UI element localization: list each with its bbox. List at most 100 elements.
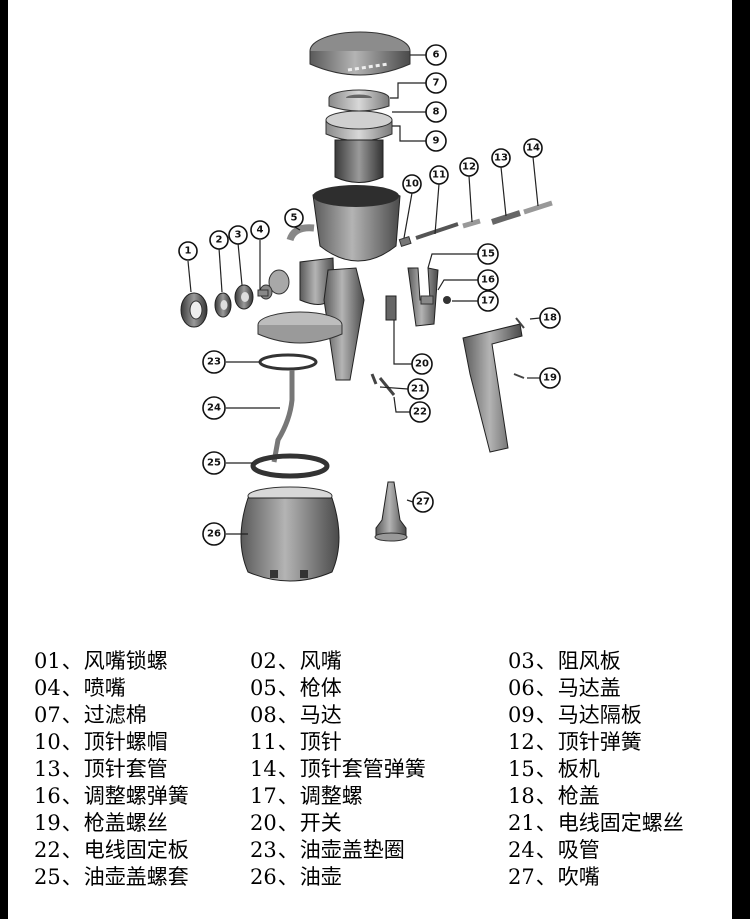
separator: 、 bbox=[535, 676, 557, 700]
separator: 、 bbox=[61, 649, 83, 673]
callout-label-20: 20 bbox=[415, 359, 429, 370]
part-name: 开关 bbox=[299, 811, 342, 835]
legend-item: 27、吹嘴 bbox=[508, 864, 600, 891]
callout-circle-25 bbox=[202, 451, 226, 475]
part-name: 风嘴锁螺 bbox=[83, 649, 168, 673]
legend-row: 01、风嘴锁螺 02、风嘴 03、阻风板 bbox=[8, 648, 732, 675]
callout-circle-23 bbox=[202, 350, 226, 374]
part-name: 枪盖 bbox=[557, 784, 600, 808]
legend-item: 05、枪体 bbox=[250, 675, 342, 702]
legend-item: 21、电线固定螺丝 bbox=[508, 810, 684, 837]
legend-item: 09、马达隔板 bbox=[508, 702, 642, 729]
callout-circles bbox=[178, 44, 561, 546]
legend-item: 20、开关 bbox=[250, 810, 342, 837]
callout-label-4: 4 bbox=[257, 225, 264, 236]
callout-label-13: 13 bbox=[494, 153, 508, 164]
callout-circle-10 bbox=[402, 174, 422, 194]
callout-circle-27 bbox=[412, 491, 434, 513]
legend-item: 25、油壶盖螺套 bbox=[34, 864, 189, 891]
callout-circle-2 bbox=[209, 230, 229, 250]
trigger-parts bbox=[385, 267, 451, 327]
separator: 、 bbox=[277, 757, 299, 781]
legend-item: 19、枪盖螺丝 bbox=[34, 810, 168, 837]
legend-item: 24、吸管 bbox=[508, 837, 600, 864]
part-number: 22 bbox=[34, 838, 61, 862]
part-number: 09 bbox=[508, 703, 535, 727]
separator: 、 bbox=[277, 838, 299, 862]
legend-row: 10、顶针螺帽 11、顶针 12、顶针弹簧 bbox=[8, 729, 732, 756]
legend-item: 23、油壶盖垫圈 bbox=[250, 837, 405, 864]
motor-cover-part bbox=[309, 31, 411, 76]
part-name: 马达隔板 bbox=[557, 703, 642, 727]
separator: 、 bbox=[277, 703, 299, 727]
part-name: 顶针螺帽 bbox=[83, 730, 168, 754]
callout-circle-6 bbox=[425, 44, 447, 66]
callout-label-26: 26 bbox=[207, 529, 221, 540]
part-number: 17 bbox=[250, 784, 277, 808]
part-number: 05 bbox=[250, 676, 277, 700]
legend-item: 16、调整螺弹簧 bbox=[34, 783, 189, 810]
nozzle-parts bbox=[180, 284, 269, 328]
part-number: 11 bbox=[250, 730, 277, 754]
part-number: 16 bbox=[34, 784, 61, 808]
part-name: 风嘴 bbox=[299, 649, 342, 673]
callout-circle-12 bbox=[459, 157, 479, 177]
callout-circle-4 bbox=[250, 220, 270, 240]
part-number: 19 bbox=[34, 811, 61, 835]
part-number: 03 bbox=[508, 649, 535, 673]
legend-row: 13、顶针套管 14、顶针套管弹簧 15、板机 bbox=[8, 756, 732, 783]
callout-label-24: 24 bbox=[207, 403, 221, 414]
callout-circle-17 bbox=[477, 290, 499, 312]
callout-circle-13 bbox=[491, 148, 511, 168]
part-name: 阻风板 bbox=[557, 649, 621, 673]
callout-label-7: 7 bbox=[433, 78, 440, 89]
callout-circle-9 bbox=[425, 130, 447, 152]
callout-label-14: 14 bbox=[526, 143, 540, 154]
blow-nozzle-part bbox=[374, 481, 408, 542]
legend-item: 07、过滤棉 bbox=[34, 702, 147, 729]
part-number: 25 bbox=[34, 865, 61, 889]
callout-label-10: 10 bbox=[405, 179, 419, 190]
part-name: 顶针 bbox=[299, 730, 342, 754]
callout-circle-5 bbox=[284, 208, 304, 228]
separator: 、 bbox=[535, 730, 557, 754]
callout-circle-16 bbox=[477, 269, 499, 291]
part-name: 油壶盖垫圈 bbox=[299, 838, 405, 862]
callout-label-2: 2 bbox=[216, 235, 223, 246]
part-name: 马达 bbox=[299, 703, 342, 727]
part-number: 10 bbox=[34, 730, 61, 754]
separator: 、 bbox=[535, 649, 557, 673]
part-name: 吹嘴 bbox=[557, 865, 600, 889]
callout-circle-14 bbox=[523, 138, 543, 158]
part-number: 01 bbox=[34, 649, 61, 673]
filter-foam-part bbox=[328, 89, 390, 112]
callout-circle-3 bbox=[228, 225, 248, 245]
part-name: 电线固定板 bbox=[83, 838, 189, 862]
part-number: 24 bbox=[508, 838, 535, 862]
callout-label-9: 9 bbox=[433, 136, 440, 147]
part-name: 电线固定螺丝 bbox=[557, 811, 684, 835]
legend-item: 04、喷嘴 bbox=[34, 675, 126, 702]
legend-item: 26、油壶 bbox=[250, 864, 342, 891]
part-number: 08 bbox=[250, 703, 277, 727]
part-name: 油壶盖螺套 bbox=[83, 865, 189, 889]
part-name: 油壶 bbox=[299, 865, 342, 889]
paint-cup-part bbox=[240, 486, 340, 582]
part-number: 04 bbox=[34, 676, 61, 700]
motor-part bbox=[325, 110, 393, 183]
part-name: 调整螺 bbox=[299, 784, 363, 808]
legend-item: 13、顶针套管 bbox=[34, 756, 168, 783]
part-number: 21 bbox=[508, 811, 535, 835]
part-name: 吸管 bbox=[557, 838, 600, 862]
separator: 、 bbox=[535, 865, 557, 889]
legend-item: 08、马达 bbox=[250, 702, 342, 729]
legend-item: 18、枪盖 bbox=[508, 783, 600, 810]
callout-label-6: 6 bbox=[433, 50, 440, 61]
callout-label-15: 15 bbox=[481, 249, 495, 260]
part-name: 板机 bbox=[557, 757, 600, 781]
part-number: 07 bbox=[34, 703, 61, 727]
callout-circle-19 bbox=[539, 367, 561, 389]
legend-item: 12、顶针弹簧 bbox=[508, 729, 642, 756]
callout-label-11: 11 bbox=[432, 170, 446, 181]
callout-label-12: 12 bbox=[462, 162, 476, 173]
